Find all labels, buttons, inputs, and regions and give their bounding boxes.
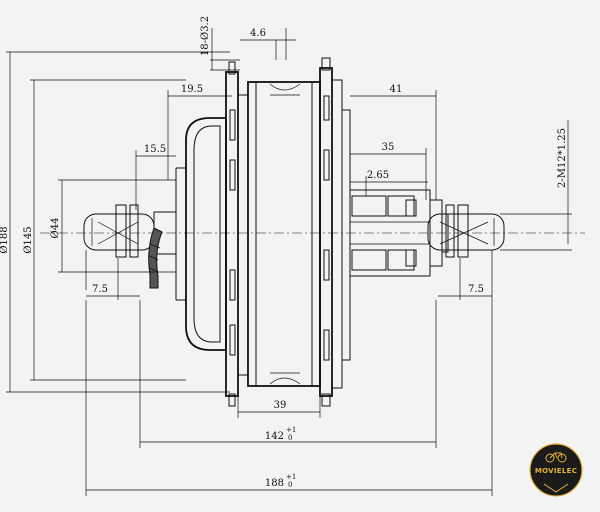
dim-width-188-tol-low: 0 — [288, 481, 292, 489]
dim-left-end: 7.5 — [92, 284, 108, 295]
dim-left-step: 15.5 — [144, 144, 166, 155]
left-housing — [175, 117, 227, 351]
dim-axle-diameter: Ø44 — [50, 218, 61, 239]
dim-right-small: 2.65 — [367, 170, 389, 181]
cable — [148, 227, 163, 289]
bicycle-icon — [545, 452, 567, 463]
dim-width-142-tol: +1 — [286, 426, 296, 434]
dim-outer-diameter: Ø188 — [0, 226, 10, 253]
dimension-lines — [6, 28, 572, 496]
right-axle — [427, 204, 505, 258]
dim-thread: 2-M12*1.25 — [557, 128, 568, 188]
left-flange — [225, 61, 249, 407]
dim-width-142: 142 — [265, 431, 284, 442]
dim-flange-diameter: Ø145 — [23, 226, 34, 253]
dim-holes: 18-Ø3.2 — [200, 16, 211, 56]
dim-right-offset: 41 — [390, 84, 403, 95]
dim-body-width: 39 — [274, 400, 287, 411]
dim-left-offset: 19.5 — [181, 84, 203, 95]
motor-body — [247, 81, 321, 387]
right-flange — [319, 57, 351, 407]
dim-width-142-tol-low: 0 — [288, 434, 292, 442]
dim-right-end: 7.5 — [468, 284, 484, 295]
logo-text: MOVIELEC — [535, 467, 577, 475]
movielec-logo: MOVIELEC — [529, 443, 583, 497]
left-axle — [83, 204, 177, 258]
right-shaft-assembly — [349, 189, 449, 277]
dim-right-step: 35 — [382, 142, 395, 153]
dim-width-188: 188 — [265, 478, 284, 489]
dim-flange-thickness: 4.6 — [250, 28, 266, 39]
dim-width-188-tol: +1 — [286, 473, 296, 481]
